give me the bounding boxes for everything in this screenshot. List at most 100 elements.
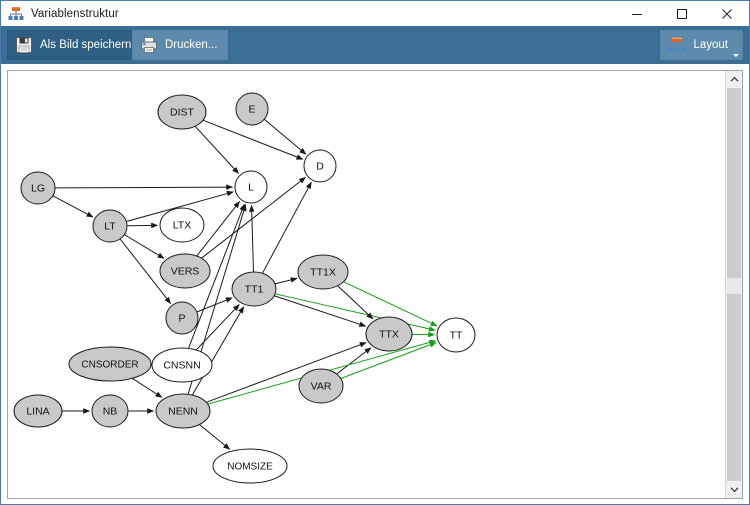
graph-node-cnsnn[interactable]: CNSNN xyxy=(151,347,213,383)
node-shape[interactable] xyxy=(92,209,128,243)
node-shape[interactable] xyxy=(91,394,129,428)
node-shape[interactable] xyxy=(303,149,337,183)
node-label: LG xyxy=(31,183,45,195)
node-label: D xyxy=(316,161,324,173)
graph-edge xyxy=(202,119,304,160)
node-shape[interactable] xyxy=(165,301,199,335)
graph-edge xyxy=(274,295,367,327)
graph-node-ltx[interactable]: LTX xyxy=(159,207,205,243)
save-as-image-button[interactable]: Als Bild speichern... xyxy=(7,30,152,60)
graph-node-nenn[interactable]: NENN xyxy=(155,393,211,429)
graph-edge xyxy=(201,176,306,259)
node-label: NOMSIZE xyxy=(227,462,273,473)
graph-node-cnsorder[interactable]: CNSORDER xyxy=(68,346,152,382)
graph-node-e[interactable]: E xyxy=(235,92,269,126)
graph-edge xyxy=(261,181,312,274)
node-label: LT xyxy=(104,221,116,233)
graph-node-lina[interactable]: LINA xyxy=(13,394,63,428)
graph-edge xyxy=(124,234,165,259)
vertical-scrollbar[interactable] xyxy=(725,71,742,498)
hierarchy-tree-icon xyxy=(667,35,687,55)
graph-node-tt1[interactable]: TT1 xyxy=(231,271,277,307)
node-shape[interactable] xyxy=(159,207,205,243)
node-shape[interactable] xyxy=(297,254,349,290)
graph-node-ttx[interactable]: TTX xyxy=(365,316,413,352)
chevron-up-icon xyxy=(730,76,738,82)
minimize-button[interactable] xyxy=(614,1,659,26)
graph-node-p[interactable]: P xyxy=(165,301,199,335)
graph-edge xyxy=(52,195,94,218)
graph-node-nomsize[interactable]: NOMSIZE xyxy=(212,448,288,484)
node-label: DIST xyxy=(170,107,195,119)
node-shape[interactable] xyxy=(13,394,63,428)
graph-node-dist[interactable]: DIST xyxy=(157,94,207,130)
window-title: Variablenstruktur xyxy=(31,7,119,20)
graph-node-var[interactable]: VAR xyxy=(298,368,344,404)
node-shape[interactable] xyxy=(234,170,268,204)
node-shape[interactable] xyxy=(298,368,344,404)
node-shape[interactable] xyxy=(155,393,211,429)
node-label: LTX xyxy=(173,220,191,232)
node-label: TT xyxy=(450,330,463,342)
graph-edge xyxy=(263,118,307,155)
node-shape[interactable] xyxy=(235,92,269,126)
title-bar: Variablenstruktur xyxy=(1,1,749,26)
graph-edge xyxy=(336,347,372,375)
node-shape[interactable] xyxy=(151,347,213,383)
node-label: VERS xyxy=(171,266,200,278)
node-shape[interactable] xyxy=(68,346,152,382)
maximize-icon xyxy=(676,8,687,19)
graph-node-d[interactable]: D xyxy=(303,149,337,183)
graph-edge xyxy=(340,342,437,379)
node-shape[interactable] xyxy=(212,448,288,484)
graph-edge xyxy=(274,277,298,285)
print-button[interactable]: Drucken... xyxy=(132,30,229,60)
minimize-icon xyxy=(631,13,642,15)
node-label: TTX xyxy=(379,329,399,341)
scroll-down-button[interactable] xyxy=(726,481,742,498)
node-label: TT1 xyxy=(245,284,264,296)
chevron-down-icon xyxy=(730,487,738,493)
node-label: CNSNN xyxy=(163,360,200,372)
graph-edge xyxy=(54,184,234,190)
graph-edge xyxy=(196,200,241,257)
scroll-up-button[interactable] xyxy=(726,71,742,88)
node-shape[interactable] xyxy=(231,271,277,307)
node-shape[interactable] xyxy=(157,94,207,130)
graph-edge xyxy=(206,342,367,403)
node-shape[interactable] xyxy=(159,253,211,289)
graph-node-tt1x[interactable]: TT1X xyxy=(297,254,349,290)
node-shape[interactable] xyxy=(436,317,476,353)
graph-edge xyxy=(337,285,374,320)
graph-edge xyxy=(119,238,172,304)
node-label: L xyxy=(248,182,254,194)
graph-edge xyxy=(199,424,231,450)
graph-edge xyxy=(126,190,234,222)
graph-node-tt[interactable]: TT xyxy=(436,317,476,353)
graph-node-vers[interactable]: VERS xyxy=(159,253,211,289)
graph-edge xyxy=(196,297,233,313)
graph-node-l[interactable]: L xyxy=(234,170,268,204)
graph-node-lt[interactable]: LT xyxy=(92,209,128,243)
chevron-down-icon[interactable] xyxy=(733,54,739,57)
save-as-image-label: Als Bild speichern... xyxy=(40,39,141,51)
node-shape[interactable] xyxy=(20,171,56,205)
hierarchy-tree-icon xyxy=(8,6,24,22)
maximize-button[interactable] xyxy=(659,1,704,26)
node-label: LINA xyxy=(26,406,49,418)
graph-node-lg[interactable]: LG xyxy=(20,171,56,205)
layout-button[interactable]: Layout xyxy=(660,30,743,60)
node-label: E xyxy=(248,104,255,116)
graph-node-nb[interactable]: NB xyxy=(91,394,129,428)
graph-edge xyxy=(343,281,438,327)
window-controls xyxy=(614,1,749,26)
node-label: NENN xyxy=(168,406,198,418)
printer-icon xyxy=(139,35,159,55)
graph-edge xyxy=(274,293,436,332)
close-button[interactable] xyxy=(704,1,749,26)
node-shape[interactable] xyxy=(365,316,413,352)
